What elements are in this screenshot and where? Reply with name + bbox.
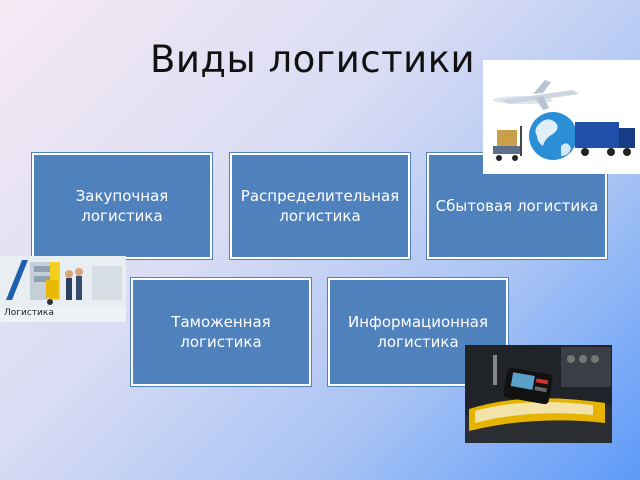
globe-transport-image: [483, 60, 640, 174]
box-procurement: Закупочная логистика: [32, 153, 212, 259]
warehouse-caption: Логистика: [4, 308, 54, 318]
page-title: Виды логистики: [150, 38, 476, 81]
handheld-terminal-image: [465, 345, 612, 443]
box-customs: Таможенная логистика: [131, 278, 311, 386]
warehouse-image: Логистика: [0, 256, 126, 322]
box-distribution: Распределительная логистика: [230, 153, 410, 259]
